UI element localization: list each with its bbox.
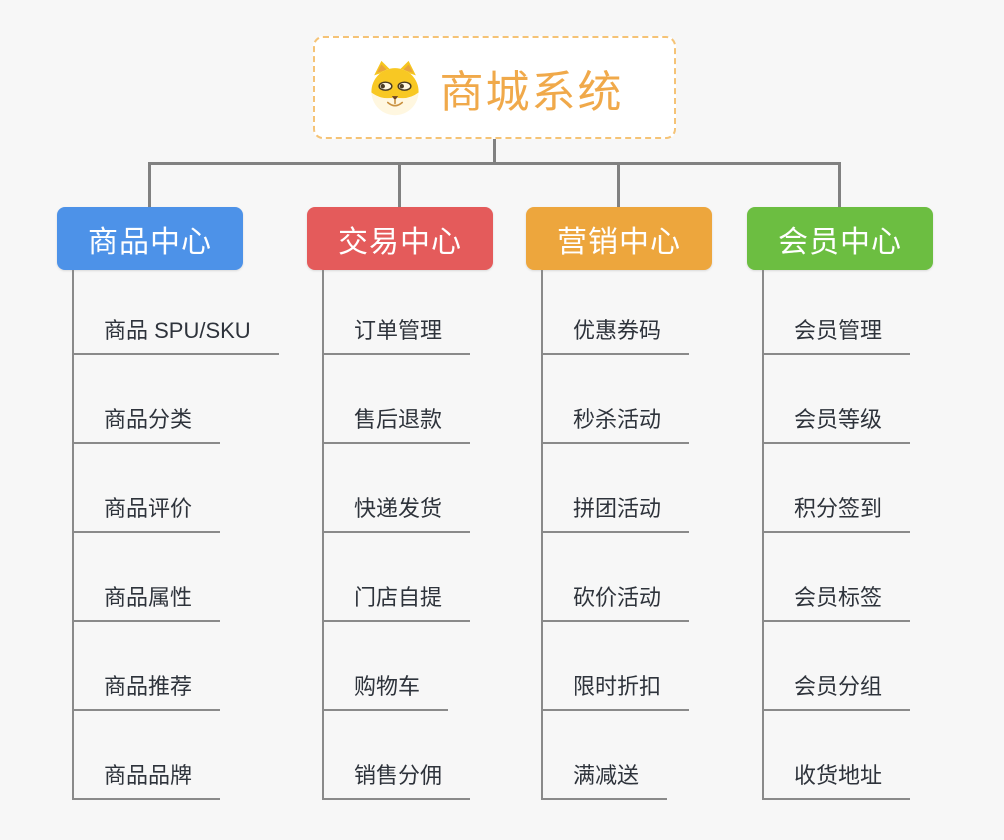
connector-drop-1 <box>148 162 151 207</box>
root-title: 商城系统 <box>439 67 624 117</box>
leaf-node[interactable]: 商品推荐 <box>72 674 221 711</box>
dog-face-icon <box>370 60 419 115</box>
branch-node-marketing-center[interactable]: 营销中心 <box>526 207 712 270</box>
leaf-node[interactable]: 购物车 <box>322 674 449 711</box>
leaf-node[interactable]: 售后退款 <box>322 407 471 444</box>
connector-root-stem <box>493 139 496 163</box>
leaf-column-product-center: 商品 SPU/SKU 商品分类 商品评价 商品属性 商品推荐 商品品牌 <box>72 270 322 804</box>
branch-node-trade-center[interactable]: 交易中心 <box>307 207 493 270</box>
leaf-node[interactable]: 销售分佣 <box>322 763 471 800</box>
branch-label: 营销中心 <box>557 225 681 259</box>
leaf-node[interactable]: 限时折扣 <box>541 674 690 711</box>
leaf-node[interactable]: 拼团活动 <box>541 496 690 533</box>
branch-label: 商品中心 <box>88 225 212 259</box>
leaf-node[interactable]: 商品评价 <box>72 496 221 533</box>
leaf-node[interactable]: 商品 SPU/SKU <box>72 318 279 355</box>
leaf-node[interactable]: 会员标签 <box>762 585 911 622</box>
leaf-node[interactable]: 秒杀活动 <box>541 407 690 444</box>
leaf-node[interactable]: 优惠券码 <box>541 318 690 355</box>
leaf-node[interactable]: 会员等级 <box>762 407 911 444</box>
leaf-node[interactable]: 积分签到 <box>762 496 911 533</box>
leaf-node[interactable]: 砍价活动 <box>541 585 690 622</box>
branch-spine-line <box>762 270 764 800</box>
leaf-node[interactable]: 快递发货 <box>322 496 471 533</box>
branch-spine-line <box>541 270 543 800</box>
root-node[interactable]: 商城系统 <box>313 36 676 139</box>
leaf-node[interactable]: 商品品牌 <box>72 763 221 800</box>
leaf-node[interactable]: 会员分组 <box>762 674 911 711</box>
leaf-column-trade-center: 订单管理 售后退款 快递发货 门店自提 购物车 销售分佣 <box>322 270 572 804</box>
leaf-node[interactable]: 商品属性 <box>72 585 221 622</box>
leaf-column-member-center: 会员管理 会员等级 积分签到 会员标签 会员分组 收货地址 <box>762 270 1004 804</box>
branch-node-product-center[interactable]: 商品中心 <box>57 207 243 270</box>
branch-spine-line <box>322 270 324 800</box>
leaf-node[interactable]: 订单管理 <box>322 318 471 355</box>
leaf-node[interactable]: 会员管理 <box>762 318 911 355</box>
branch-label: 会员中心 <box>778 225 902 259</box>
leaf-node[interactable]: 商品分类 <box>72 407 221 444</box>
connector-drop-4 <box>838 162 841 207</box>
connector-bus <box>148 162 841 165</box>
connector-drop-3 <box>617 162 620 207</box>
leaf-node[interactable]: 门店自提 <box>322 585 471 622</box>
branch-node-member-center[interactable]: 会员中心 <box>747 207 933 270</box>
leaf-node[interactable]: 收货地址 <box>762 763 911 800</box>
leaf-node[interactable]: 满减送 <box>541 763 668 800</box>
leaf-column-marketing-center: 优惠券码 秒杀活动 拼团活动 砍价活动 限时折扣 满减送 <box>541 270 791 804</box>
branch-spine-line <box>72 270 74 800</box>
branch-label: 交易中心 <box>338 225 462 259</box>
connector-drop-2 <box>398 162 401 207</box>
